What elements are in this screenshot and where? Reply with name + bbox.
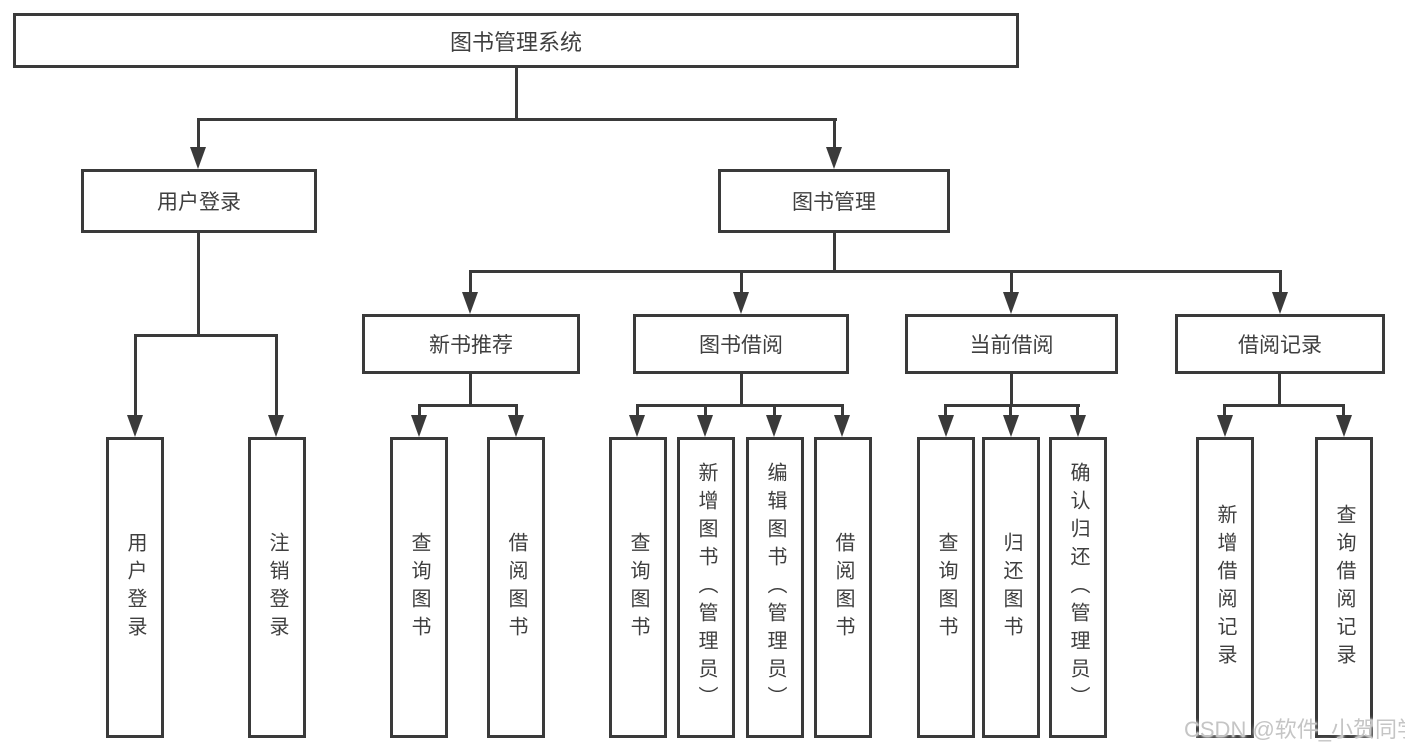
leaf-label: 查询图书 [935,531,957,644]
arrow-down-icon [411,415,427,437]
leaf-label: 查询借阅记录 [1333,503,1355,672]
connector-line [944,404,1080,407]
leaf-edit-books-admin: 编辑图书（管理员） [746,437,804,738]
arrow-down-icon [508,415,524,437]
node-new-book-recommendation: 新书推荐 [362,314,580,374]
arrow-down-icon [462,292,478,314]
connector-line [740,374,743,407]
node-label: 用户登录 [157,191,241,214]
connector-line [841,404,844,417]
connector-line [944,404,947,417]
connector-line [469,270,472,296]
leaf-label: 借阅图书 [505,531,527,644]
connector-line [469,270,1282,273]
leaf-label: 借阅图书 [832,531,854,644]
connector-line [773,404,776,417]
arrow-down-icon [826,147,842,169]
leaf-query-books-borrowing: 查询图书 [609,437,667,738]
node-book-management: 图书管理 [718,169,950,233]
node-library-management-system: 图书管理系统 [13,13,1019,68]
watermark: CSDN @软件_小贺同学 [1184,717,1405,742]
leaf-user-login: 用户登录 [106,437,164,738]
node-label: 新书推荐 [429,334,513,357]
leaf-return-books: 归还图书 [982,437,1040,738]
connector-line [515,404,518,417]
connector-line [1010,374,1013,407]
arrow-down-icon [268,415,284,437]
leaf-label: 注销登录 [266,531,288,644]
arrow-down-icon [1003,292,1019,314]
connector-line [636,404,844,407]
connector-line [833,233,836,272]
connector-line [704,404,707,417]
arrow-down-icon [629,415,645,437]
leaf-borrow-books: 借阅图书 [814,437,872,738]
leaf-label: 确认归还（管理员） [1067,461,1089,714]
connector-line [197,233,200,336]
connector-line [418,404,518,407]
arrow-down-icon [766,415,782,437]
connector-line [275,334,278,418]
connector-line [1278,374,1281,407]
arrow-down-icon [127,415,143,437]
node-label: 图书借阅 [699,334,783,357]
arrow-down-icon [938,415,954,437]
arrow-down-icon [697,415,713,437]
leaf-borrow-books-recommend: 借阅图书 [487,437,545,738]
node-book-borrowing: 图书借阅 [633,314,849,374]
connector-line [1279,270,1282,296]
connector-line [1076,404,1079,417]
arrow-down-icon [1336,415,1352,437]
connector-line [1009,404,1012,417]
connector-line [469,374,472,407]
connector-line [515,68,518,120]
connector-line [1010,270,1013,296]
arrow-down-icon [1070,415,1086,437]
arrow-down-icon [834,415,850,437]
connector-line [833,118,836,150]
leaf-add-borrow-record: 新增借阅记录 [1196,437,1254,738]
connector-line [134,334,137,418]
connector-line [197,118,200,150]
leaf-label: 归还图书 [1000,531,1022,644]
leaf-label: 查询图书 [408,531,430,644]
node-label: 图书管理 [792,191,876,214]
connector-line [134,334,278,337]
arrow-down-icon [733,292,749,314]
node-current-borrowing: 当前借阅 [905,314,1118,374]
leaf-query-books-recommend: 查询图书 [390,437,448,738]
arrow-down-icon [1003,415,1019,437]
connector-line [1223,404,1226,417]
leaf-label: 编辑图书（管理员） [764,461,786,714]
root-node-label: 图书管理系统 [449,29,582,55]
connector-line [1342,404,1345,417]
connector-line [636,404,639,417]
arrow-down-icon [1217,415,1233,437]
leaf-label: 查询图书 [627,531,649,644]
leaf-label: 用户登录 [124,531,146,644]
connector-line [740,270,743,296]
arrow-down-icon [190,147,206,169]
arrow-down-icon [1272,292,1288,314]
leaf-query-borrow-record: 查询借阅记录 [1315,437,1373,738]
connector-line [197,118,837,121]
connector-line [418,404,421,417]
leaf-confirm-return-admin: 确认归还（管理员） [1049,437,1107,738]
leaf-label: 新增借阅记录 [1214,503,1236,672]
node-user-login: 用户登录 [81,169,317,233]
connector-line [1223,404,1345,407]
node-label: 当前借阅 [969,334,1054,357]
node-label: 借阅记录 [1238,334,1322,357]
leaf-query-books-current: 查询图书 [917,437,975,738]
leaf-add-books-admin: 新增图书（管理员） [677,437,735,738]
leaf-logout: 注销登录 [248,437,306,738]
leaf-label: 新增图书（管理员） [695,461,717,714]
node-borrowing-records: 借阅记录 [1175,314,1385,374]
